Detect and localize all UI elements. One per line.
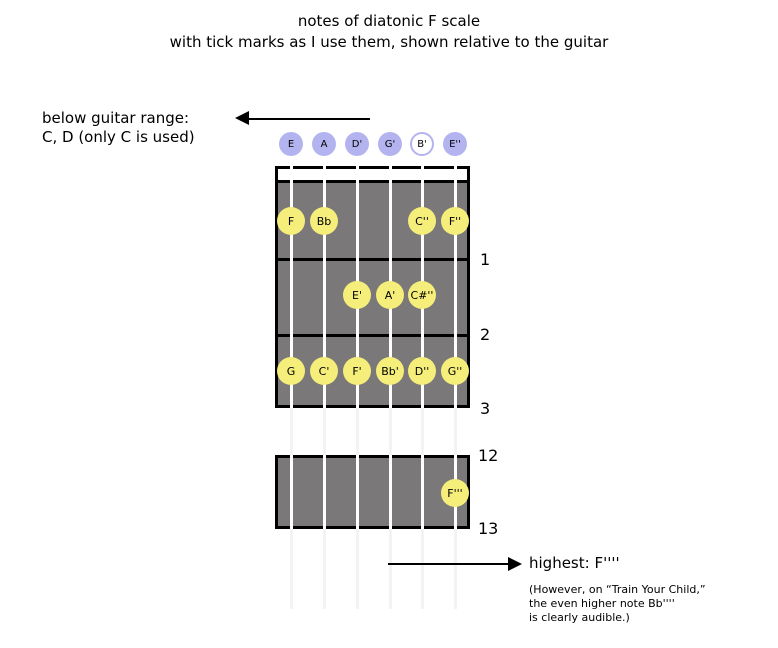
scale-note: C#'' xyxy=(408,281,436,309)
scale-note: F''' xyxy=(441,479,469,507)
string-tail-3 xyxy=(355,529,359,609)
string-tail-2 xyxy=(322,529,326,609)
scale-note: A' xyxy=(376,281,404,309)
string-4 xyxy=(388,455,392,529)
open-string-note: E xyxy=(279,132,303,156)
footnote-line-3: is clearly audible.) xyxy=(529,611,630,624)
string-6 xyxy=(453,166,457,408)
open-string-note: G' xyxy=(378,132,402,156)
title-line-2: with tick marks as I use them, shown rel… xyxy=(169,33,609,51)
string-gap-2 xyxy=(322,408,326,455)
scale-note: C'' xyxy=(408,207,436,235)
string-gap-4 xyxy=(388,408,392,455)
fret-1 xyxy=(275,258,470,261)
right-arrowhead-icon xyxy=(508,557,522,571)
highest-note-label: highest: F'''' xyxy=(529,554,620,572)
scale-note: C' xyxy=(310,357,338,385)
scale-note: Bb xyxy=(310,207,338,235)
scale-note: F'' xyxy=(441,207,469,235)
fret-2 xyxy=(275,334,470,337)
string-3 xyxy=(355,455,359,529)
scale-note: Bb' xyxy=(376,357,404,385)
fret-number-1: 1 xyxy=(480,250,491,269)
open-string-note: A xyxy=(312,132,336,156)
open-string-note: E'' xyxy=(443,132,467,156)
title-line-1: notes of diatonic F scale xyxy=(297,12,481,30)
below-range-label: below guitar range: xyxy=(42,109,190,127)
footnote-line-2: the even higher note Bb'''' xyxy=(529,597,675,610)
footnote-line-1: (However, on “Train Your Child,” xyxy=(529,583,706,596)
fret-number-12: 12 xyxy=(478,446,499,465)
string-gap-1 xyxy=(289,408,293,455)
scale-note: F xyxy=(277,207,305,235)
string-tail-1 xyxy=(289,529,293,609)
open-string-note: B' xyxy=(410,132,434,156)
scale-note: E' xyxy=(343,281,371,309)
string-1 xyxy=(289,166,293,408)
scale-note: G xyxy=(277,357,305,385)
string-5 xyxy=(420,455,424,529)
scale-note: G'' xyxy=(441,357,469,385)
open-string-note: D' xyxy=(345,132,369,156)
below-range-notes: C, D (only C is used) xyxy=(42,128,195,146)
fret-number-13: 13 xyxy=(478,519,499,538)
string-2 xyxy=(322,455,326,529)
fret-number-2: 2 xyxy=(480,325,491,344)
string-gap-5 xyxy=(420,408,424,455)
string-gap-6 xyxy=(453,408,457,455)
left-arrowhead-icon xyxy=(235,111,249,125)
scale-note: F' xyxy=(343,357,371,385)
string-1 xyxy=(289,455,293,529)
scale-note: D'' xyxy=(408,357,436,385)
string-2 xyxy=(322,166,326,408)
string-gap-3 xyxy=(355,408,359,455)
left-arrow xyxy=(245,118,370,120)
fret-number-3: 3 xyxy=(480,399,491,418)
string-tail-4 xyxy=(388,529,392,609)
string-tail-6 xyxy=(453,529,457,609)
right-arrow xyxy=(388,563,510,565)
string-tail-5 xyxy=(420,529,424,609)
nut xyxy=(278,169,467,183)
